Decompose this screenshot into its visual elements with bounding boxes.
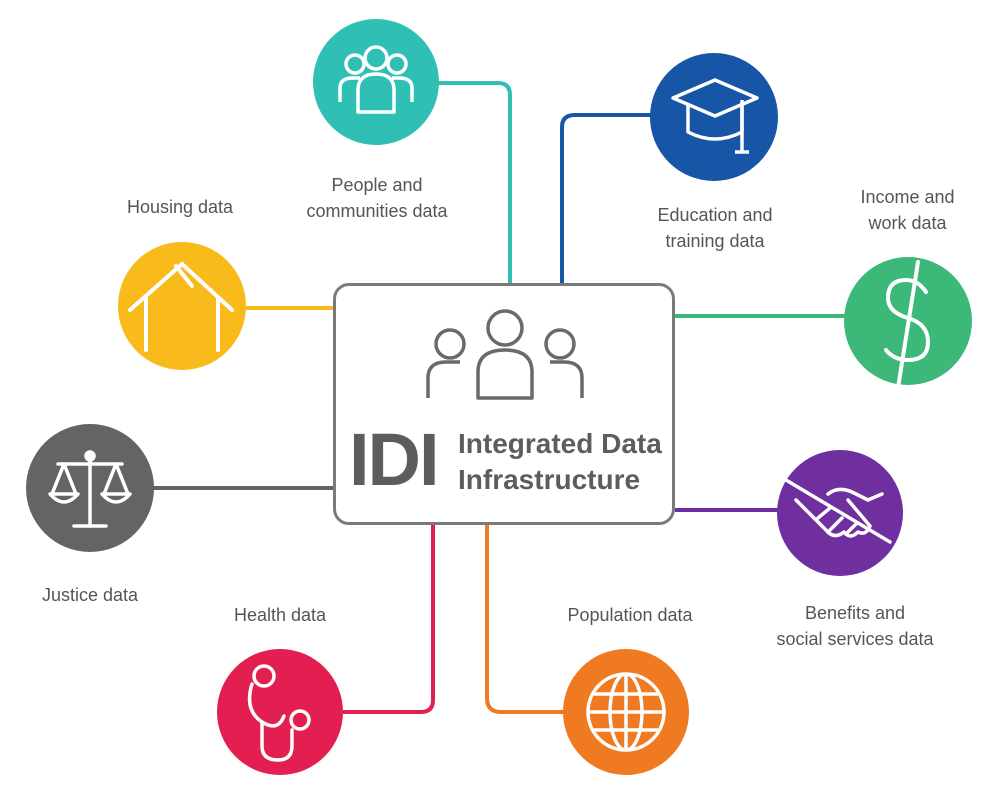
graduation-cap-icon xyxy=(671,78,759,154)
house-icon xyxy=(128,261,234,352)
dollar-icon xyxy=(884,260,931,390)
income-label: Income and work data xyxy=(860,187,955,233)
globe-icon xyxy=(586,672,666,752)
health-connector xyxy=(342,525,435,714)
idi-title: Integrated Data Infrastructure xyxy=(458,426,662,498)
people-group-icon xyxy=(426,309,584,400)
housing-label: Housing data xyxy=(126,197,234,217)
people-circle xyxy=(313,19,439,145)
health-circle xyxy=(217,649,343,775)
idi-abbreviation: IDI xyxy=(349,418,440,501)
scales-icon xyxy=(48,450,132,528)
population-connector xyxy=(485,525,566,714)
population-label: Population data xyxy=(567,605,693,625)
justice-label: Justice data xyxy=(41,585,139,605)
people-label: People and communities data xyxy=(306,175,448,221)
stethoscope-icon xyxy=(247,664,311,762)
education-label: Education and training data xyxy=(657,205,773,251)
education-connector xyxy=(560,113,655,283)
idi-center-box xyxy=(333,283,675,525)
handshake-icon xyxy=(784,478,892,544)
benefits-label: Benefits and social services data xyxy=(776,603,934,649)
housing-circle xyxy=(118,242,246,370)
people-icon xyxy=(338,45,414,114)
people-connector xyxy=(437,81,512,283)
idi-title-line2: Infrastructure xyxy=(458,464,641,495)
health-label: Health data xyxy=(233,605,327,625)
idi-title-line1: Integrated Data xyxy=(458,428,662,459)
